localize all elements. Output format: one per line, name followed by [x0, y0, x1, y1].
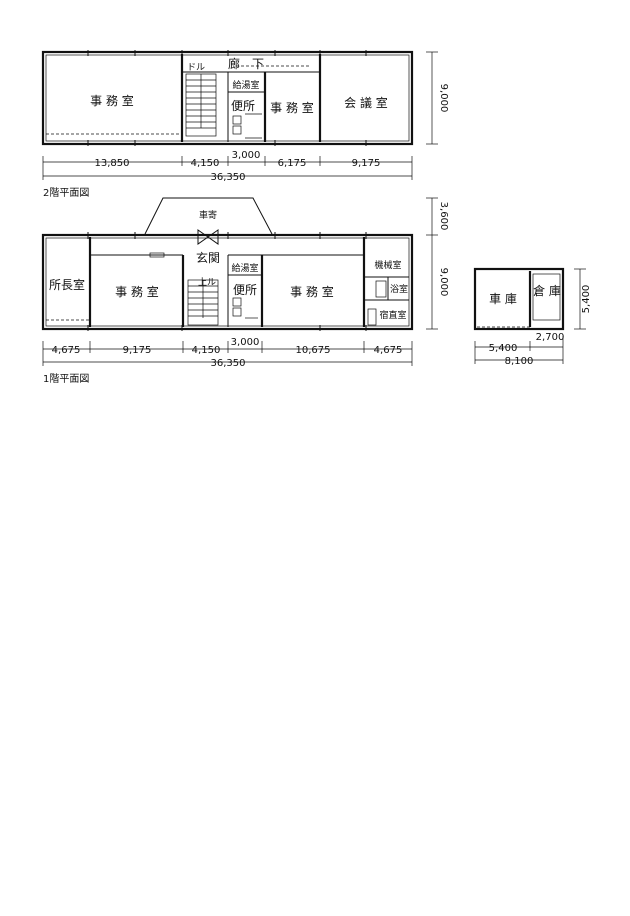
floor1-night-label: 宿直室	[379, 309, 406, 321]
floor2-dim-5: 9,175	[352, 158, 381, 169]
floor1-up-label: 上ル	[198, 277, 216, 288]
floor2-wc-fixtures	[232, 113, 262, 139]
floor1-office-left-label: 事 務 室	[115, 284, 159, 299]
floor2-toilet-label: 便所	[231, 99, 255, 113]
garage-dim-height: 5,400	[581, 285, 592, 314]
floor2-stair	[185, 73, 217, 137]
floor2-plan: 事 務 室 廊 下 ドル 給湯室 便所 事 務 室 会 議 室 13,850 4…	[41, 50, 449, 199]
floor1-toilet-label: 便所	[233, 283, 257, 297]
floor1-dim-4: 3,000	[231, 337, 260, 348]
storage-label: 倉 庫	[533, 283, 561, 298]
floor2-kyuto-label: 給湯室	[232, 79, 259, 91]
floor1-dim-lines	[42, 197, 438, 366]
garage-dim-w1: 5,400	[489, 343, 518, 354]
floor1-dim-total: 36,350	[211, 358, 246, 369]
floor1-bath-label: 浴室	[390, 283, 408, 295]
floor2-dim-4: 6,175	[278, 158, 307, 169]
floor2-dim-2: 4,150	[191, 158, 220, 169]
floor1-dim-3: 4,150	[192, 345, 221, 356]
floor1-carport-outline	[144, 197, 273, 235]
floor1-dim-1: 4,675	[52, 345, 81, 356]
floor1-entrance-label: 玄関	[196, 250, 220, 265]
floor1-dim-height: 9,000	[438, 268, 449, 297]
garage-outer-wall	[473, 267, 565, 331]
floor1-caption: 1階平面図	[43, 373, 89, 385]
floor1-columns	[87, 232, 367, 331]
floor1-wc-fixtures	[232, 297, 258, 319]
floor1-stair	[187, 279, 219, 326]
floor2-down-label: ドル	[187, 63, 205, 73]
floor1-entrance-door	[197, 229, 219, 245]
floor1-director-label: 所長室	[49, 277, 85, 292]
garage-plan: 車 庫 倉 庫 5,400 2,700 8,100 5,400	[473, 267, 592, 367]
floor1-office-right-label: 事 務 室	[290, 284, 334, 299]
floor2-dim-3: 3,000	[232, 150, 261, 161]
floor1-plan: 車寄	[41, 197, 449, 385]
garage-label: 車 庫	[489, 292, 517, 306]
garage-storage-inner	[532, 273, 561, 321]
garage-dim-total: 8,100	[505, 356, 534, 367]
floor2-office-left-label: 事 務 室	[90, 93, 134, 108]
floor2-dim-total: 36,350	[211, 172, 246, 183]
floor1-kyuto-label: 給湯室	[231, 262, 258, 274]
floor2-corridor-label: 廊 下	[228, 56, 264, 71]
floor1-bath-fixtures	[149, 252, 387, 326]
garage-dim-lines	[474, 268, 586, 364]
garage-dim-w2: 2,700	[536, 332, 565, 343]
floor1-dim-5: 10,675	[296, 345, 331, 356]
floor2-dim-height: 9,000	[438, 84, 449, 113]
floor1-dim-carport: 3,600	[438, 202, 449, 231]
floor2-dim-lines	[42, 51, 438, 180]
floor1-dim-6: 4,675	[374, 345, 403, 356]
floor2-caption: 2階平面図	[43, 187, 89, 199]
floor2-dim-1: 13,850	[95, 158, 130, 169]
floor1-machine-label: 機械室	[374, 259, 401, 271]
floor1-dim-2: 9,175	[123, 345, 152, 356]
floor2-meeting-label: 会 議 室	[344, 95, 388, 110]
floor2-office-mid-label: 事 務 室	[270, 100, 314, 115]
floor1-carport-label: 車寄	[199, 209, 217, 221]
